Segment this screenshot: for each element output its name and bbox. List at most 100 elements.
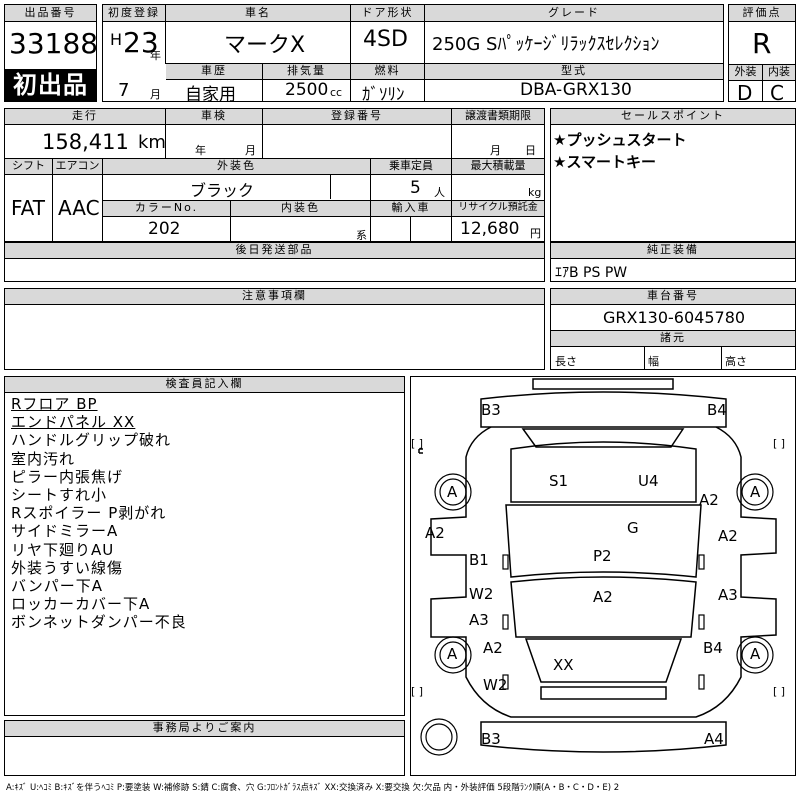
lot-label: 出品番号 bbox=[5, 5, 96, 22]
history: 自家用 bbox=[185, 85, 236, 105]
dmg-a-wheel-fr: A bbox=[750, 483, 761, 501]
dmg-xx-trunk: XX bbox=[553, 656, 574, 674]
score: R bbox=[752, 27, 772, 60]
dmg-a2-right: A2 bbox=[718, 527, 738, 545]
width-label: 幅 bbox=[648, 355, 659, 368]
displacement: 2500 bbox=[285, 80, 329, 100]
color-label: 外装色 bbox=[103, 159, 370, 175]
notes-box: 注意事項欄 bbox=[4, 288, 545, 370]
car-name: マークX bbox=[224, 33, 306, 58]
score-box: 評価点 R 外装 内装 D C bbox=[728, 4, 796, 105]
dmg-s1: S1 bbox=[549, 472, 569, 490]
tr-day-unit: 日 bbox=[525, 144, 536, 157]
capacity: 5 bbox=[410, 178, 421, 198]
equip-box: 純正装備 ｴｱB PS PW bbox=[550, 242, 796, 282]
mirror-bracket-l: [ ] bbox=[411, 437, 424, 450]
equip-label: 純正装備 bbox=[551, 243, 795, 259]
month-unit: 月 bbox=[150, 88, 161, 101]
reg-label: 初度登録 bbox=[103, 5, 165, 22]
dmg-a-wheel-rl: A bbox=[447, 645, 458, 663]
inspector-note: リヤ下廻りAU bbox=[11, 540, 115, 559]
inspector-note: ハンドルグリップ破れ bbox=[11, 431, 172, 450]
int-grade: C bbox=[770, 81, 784, 105]
regno-label: 登録番号 bbox=[263, 109, 451, 125]
recycle-unit: 円 bbox=[530, 227, 541, 240]
fuel: ｶﾞｿﾘﾝ bbox=[362, 85, 405, 105]
door-label: ドア形状 bbox=[351, 5, 424, 22]
dmg-a2-rear-left: A2 bbox=[483, 639, 503, 657]
colorno-label: カラーNo. bbox=[103, 201, 230, 217]
shift-label: シフト bbox=[5, 159, 52, 175]
height-label: 高さ bbox=[725, 355, 747, 368]
inspector-note: ロッカーカバー下A bbox=[11, 595, 151, 614]
sales-point: ★スマートキー bbox=[553, 153, 656, 171]
ext-label: 外装 bbox=[729, 65, 762, 81]
mileage-unit: km bbox=[138, 132, 166, 153]
reg-year: 23 bbox=[123, 26, 159, 59]
intcolor-unit: 系 bbox=[356, 229, 367, 242]
dmg-a-wheel-rr: A bbox=[750, 645, 761, 663]
mirror-bracket-r: [ ] bbox=[773, 437, 786, 450]
detail-grid bbox=[4, 108, 545, 242]
recycle-fee: 12,680 bbox=[460, 219, 520, 239]
insp-year-unit: 年 bbox=[195, 144, 206, 157]
ext-grade: D bbox=[737, 81, 753, 105]
recycle-label: リサイクル預託金 bbox=[452, 201, 544, 217]
score-label: 評価点 bbox=[729, 5, 795, 22]
spec-grid bbox=[102, 4, 724, 102]
reg-month: 7 bbox=[118, 80, 130, 101]
mileage: 158,411 bbox=[42, 130, 129, 154]
bracket-rl: [ ] bbox=[411, 685, 424, 698]
chassis-number: GRX130-6045780 bbox=[603, 308, 746, 327]
dmg-g-glass: G bbox=[627, 519, 639, 537]
lot-number: 33188 bbox=[9, 27, 99, 60]
capacity-unit: 人 bbox=[434, 186, 445, 199]
name-label: 車名 bbox=[166, 5, 350, 22]
sales-box: セールスポイント ★プッシュスタート ★スマートキー bbox=[550, 108, 796, 242]
chassis-label: 車台番号 bbox=[551, 289, 795, 305]
inspector-note: 外装うすい線傷 bbox=[11, 558, 124, 577]
intcolor-label: 内装色 bbox=[231, 201, 370, 217]
import-label: 輸入車 bbox=[371, 201, 451, 217]
notes-label: 注意事項欄 bbox=[5, 289, 544, 305]
inspector-note: エンドパネル XX bbox=[11, 413, 136, 432]
color-number: 202 bbox=[148, 219, 181, 239]
disp-label: 排気量 bbox=[263, 64, 350, 80]
dmg-a2-fender-r: A2 bbox=[699, 491, 719, 509]
inspector-note: シートすれ小 bbox=[11, 486, 108, 505]
door-type: 4SD bbox=[363, 27, 408, 52]
year-unit: 年 bbox=[150, 49, 161, 62]
first-listing-badge: 初出品 bbox=[5, 69, 96, 101]
dmg-a3-right: A3 bbox=[718, 586, 738, 604]
era: H bbox=[110, 30, 123, 49]
dmg-a2-left: A2 bbox=[425, 524, 445, 542]
tr-month-unit: 月 bbox=[490, 144, 501, 157]
shift: FAT bbox=[11, 196, 46, 220]
equipment: ｴｱB PS PW bbox=[555, 265, 628, 281]
dmg-b4-front-right: B4 bbox=[707, 401, 727, 419]
dmg-a2-roof: A2 bbox=[593, 588, 613, 606]
dmg-a-wheel-fl: A bbox=[447, 483, 458, 501]
insp-month-unit: 月 bbox=[245, 144, 256, 157]
grade-label: グレード bbox=[425, 5, 723, 22]
color: ブラック bbox=[190, 181, 255, 200]
chassis-box: 車台番号 GRX130-6045780 諸元 長さ 幅 高さ bbox=[550, 288, 796, 370]
history-label: 車歴 bbox=[166, 64, 262, 80]
inspector-note: ピラー内張焦げ bbox=[11, 467, 124, 486]
int-label: 内装 bbox=[763, 65, 795, 81]
sales-point: ★プッシュスタート bbox=[553, 131, 687, 149]
disp-unit: cc bbox=[330, 86, 343, 99]
inspector-note: サイドミラーA bbox=[11, 522, 119, 541]
lot-box: 出品番号 33188 初出品 bbox=[4, 4, 99, 102]
dmg-a4-rear-right: A4 bbox=[704, 730, 724, 748]
dims-label: 諸元 bbox=[551, 330, 795, 347]
later-parts-box: 後日発送部品 bbox=[4, 242, 545, 282]
ac: AAC bbox=[58, 196, 100, 220]
damage-diagram: B3 B4 S1 U4 A A2 A G A2 A2 B1 P2 W2 A2 A… bbox=[410, 376, 796, 776]
inspection-label: 車検 bbox=[166, 109, 262, 125]
inspector-note: Rフロア BP bbox=[11, 395, 98, 413]
mileage-label: 走行 bbox=[5, 109, 165, 125]
model-code: DBA-GRX130 bbox=[520, 80, 632, 100]
dmg-p2: P2 bbox=[593, 547, 612, 565]
